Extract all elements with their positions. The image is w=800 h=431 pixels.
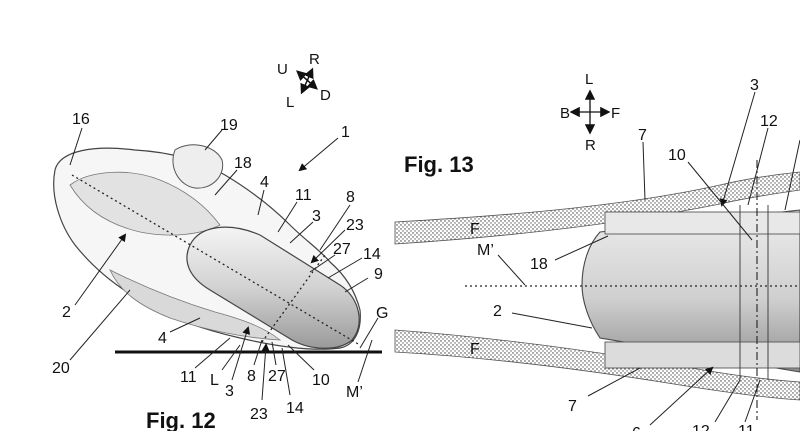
fig13-upper-frame (604, 211, 800, 235)
fig13-label-f2: F (470, 341, 480, 358)
fig12-dir-up: U (277, 61, 288, 78)
fig12-dir-left: L (286, 94, 294, 111)
fig12-helmet (172, 144, 224, 189)
fig12-label-11a: 11 (295, 187, 312, 204)
fig12-label-14b: 14 (286, 400, 304, 417)
fig12-label-8b: 8 (247, 368, 256, 385)
fig12-label-18: 18 (234, 155, 252, 172)
fig13-label-3: 3 (750, 77, 759, 94)
fig12-label-16: 16 (72, 111, 90, 128)
fig13-label-12: 12 (760, 113, 778, 130)
fig12-dir-down: D (320, 87, 331, 104)
fig12-longitudinal-axis (71, 174, 361, 346)
fig12-label-23b: 23 (250, 406, 268, 423)
fig12-dir-right: R (309, 51, 320, 68)
fig12-drawing: U R L D 16 19 18 1 4 11 8 3 23 27 14 9 G… (52, 51, 388, 431)
fig13-drawing: Fig. 13 L B F R (394, 71, 800, 431)
fig12-reference-numerals: 16 19 18 1 4 11 8 3 23 27 14 9 G 2 20 4 … (52, 111, 388, 423)
fig13-label-18: 18 (530, 256, 548, 273)
fig13-label-7a: 7 (638, 127, 647, 144)
fig12-rider-shading-2 (109, 269, 282, 341)
fig12-label-4b: 4 (158, 330, 167, 347)
fig13-lower-frame (604, 341, 800, 369)
fig12-label-20: 20 (52, 360, 70, 377)
fig12-label-lb: L (210, 372, 219, 389)
fig13-label-7b: 7 (568, 398, 577, 415)
fig12-caption: Fig. 12 (146, 408, 216, 431)
fig13-dir-bottom: R (585, 137, 596, 154)
fig12-rider-shading (69, 171, 221, 236)
fig12-leader-lines (69, 127, 379, 401)
fig12-label-1: 1 (341, 124, 350, 141)
fig13-label-6: 6 (632, 425, 641, 431)
fig13-dir-left: B (560, 105, 570, 122)
fig12-label-11b: 11 (180, 369, 197, 386)
fig13-upper-band (394, 171, 800, 245)
fig13-label-2: 2 (493, 303, 502, 320)
fig13-reference-numerals: 3 12 7 10 F M’ 18 2 F 7 6 12 11 (470, 77, 778, 431)
fig12-label-14a: 14 (363, 246, 381, 263)
fig12-label-23a: 23 (346, 217, 364, 234)
fig13-dir-right: F (611, 105, 620, 122)
fig12-label-mprime: M’ (346, 384, 363, 401)
fig12-label-3a: 3 (312, 208, 321, 225)
fig13-label-10: 10 (668, 147, 686, 164)
fig13-label-12b: 12 (692, 423, 710, 431)
fig12-label-10: 10 (312, 372, 330, 389)
fig12-label-27a: 27 (333, 241, 351, 258)
fig13-label-mprime: M’ (477, 242, 494, 259)
fig12-label-g: G (376, 305, 388, 322)
fig12-label-2: 2 (62, 304, 71, 321)
fig13-dir-top: L (585, 71, 593, 88)
fig12-label-4a: 4 (260, 174, 269, 191)
fig13-leader-lines (497, 91, 800, 426)
fig13-label-11: 11 (738, 423, 755, 431)
fig13-lower-band (394, 329, 800, 401)
fig12-label-19: 19 (220, 117, 238, 134)
fig13-caption: Fig. 13 (404, 152, 474, 177)
fig12-label-9: 9 (374, 266, 383, 283)
fig13-direction-cross: L B F R (560, 71, 620, 154)
fig13-label-f1: F (470, 221, 480, 238)
fig12-direction-rose: U R L D (277, 51, 331, 111)
fig12-label-27b: 27 (268, 368, 286, 385)
fig12-label-8a: 8 (346, 189, 355, 206)
fig12-label-3b: 3 (225, 383, 234, 400)
fig13-body (581, 209, 800, 373)
